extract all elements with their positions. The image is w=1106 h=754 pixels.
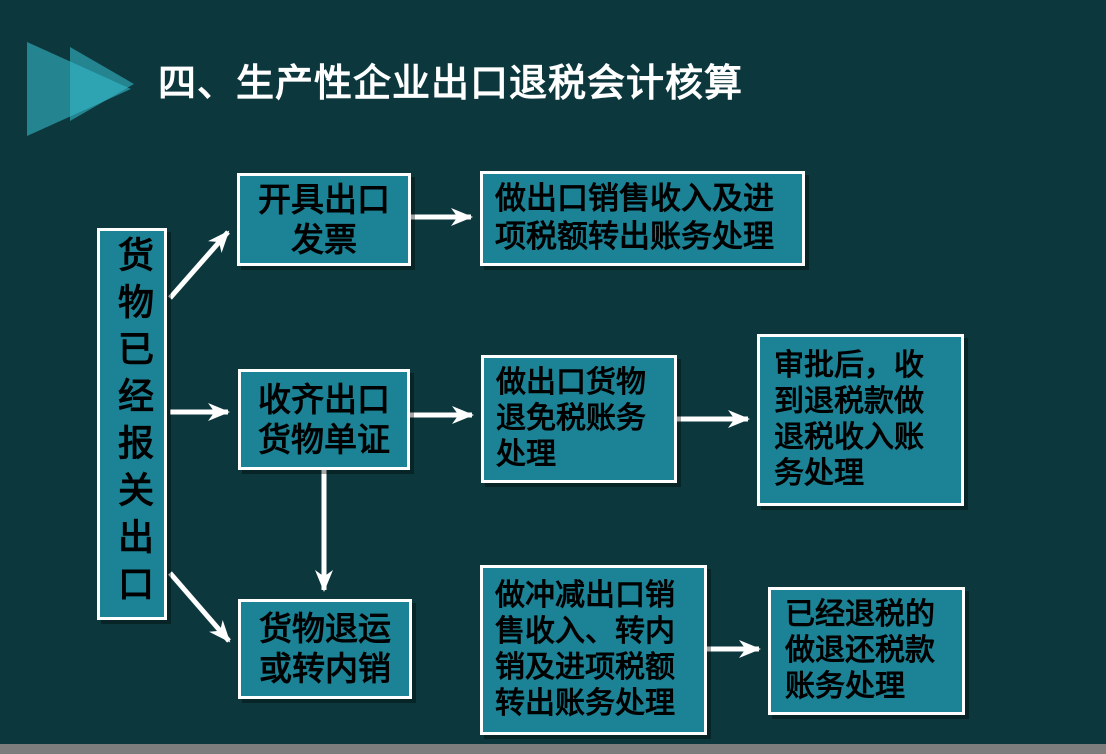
flow-node-label: 做冲减出口销 售收入、转内 销及进项税额 转出账务处理	[495, 578, 675, 721]
flow-node-offset-accounting: 做冲减出口销 售收入、转内 销及进项税额 转出账务处理	[480, 565, 707, 735]
flow-node-goods-return: 货物退运 或转内销	[238, 599, 412, 699]
flow-node-label: 做出口销售收入及进 项税额转出账务处理	[495, 181, 774, 255]
flow-node-label: 做出口货物 退免税账务 处理	[496, 365, 646, 472]
slide-title: 四、生产性企业出口退税会计核算	[158, 61, 744, 105]
flow-node-label: 开具出口 发票	[258, 179, 390, 259]
arrow-source-to-invoice	[168, 230, 230, 300]
flow-node-issue-invoice: 开具出口 发票	[237, 173, 411, 266]
footer-bar	[0, 744, 1106, 754]
flow-node-label: 收齐出口 货物单证	[258, 379, 390, 459]
flow-node-label: 审批后，收 到退税款做 退税收入账 务处理	[774, 348, 924, 491]
flow-node-label: 已经退税的 做退还税款 账务处理	[785, 597, 935, 704]
flow-node-goods-declared: 货物已经报关出口	[97, 228, 167, 620]
flow-node-collect-documents: 收齐出口 货物单证	[238, 369, 410, 470]
flow-node-rebate-accounting: 做出口货物 退免税账务 处理	[481, 355, 677, 483]
arrow-source-to-return	[168, 571, 231, 643]
flow-node-label: 货物退运 或转内销	[259, 609, 391, 688]
flow-node-invoice-outcome: 做出口销售收入及进 项税额转出账务处理	[480, 171, 805, 266]
flow-node-approval-income: 审批后，收 到退税款做 退税收入账 务处理	[757, 334, 964, 506]
flow-node-label: 货物已经报关出口	[112, 236, 153, 612]
flow-node-refund-repay: 已经退税的 做退还税款 账务处理	[768, 587, 965, 715]
